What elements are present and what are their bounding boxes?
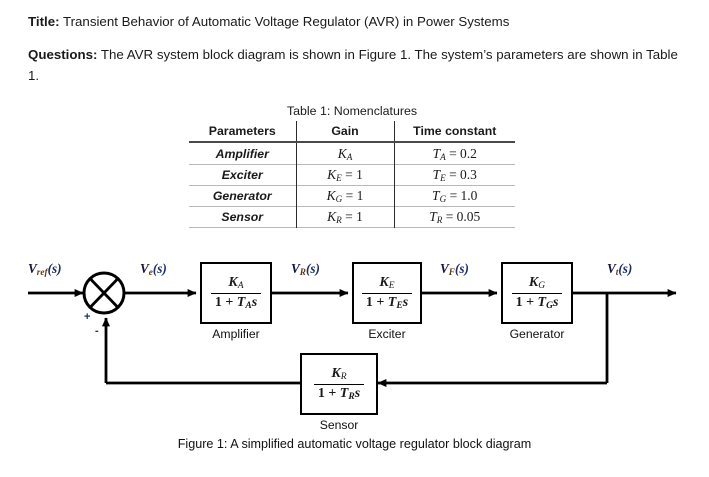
summing-cross-b [89, 278, 119, 308]
table-header-time-constant: Time constant [393, 121, 515, 142]
cell-gain: KA [295, 142, 394, 165]
cell-gain: KR = 1 [295, 206, 394, 228]
nomenclature-table-block: Table 1: Nomenclatures Parameters Gain T… [189, 104, 515, 228]
cell-gain: KE = 1 [295, 164, 394, 186]
block-exciter[interactable]: KE 1 + TEs [352, 262, 422, 324]
tf-numerator: KA [210, 275, 262, 294]
title-text: Transient Behavior of Automatic Voltage … [59, 14, 510, 29]
tf-generator: KG 1 + TGs [511, 275, 563, 311]
table-row: Amplifier KA TA = 0.2 [189, 142, 515, 165]
table-header-row: Parameters Gain Time constant [189, 121, 515, 142]
diagram-wires [28, 271, 677, 387]
document-header: Title: Transient Behavior of Automatic V… [28, 12, 688, 86]
questions-text: The AVR system block diagram is shown in… [28, 47, 678, 83]
cell-time-constant: TE = 0.3 [393, 164, 515, 186]
questions-label: Questions: [28, 47, 98, 62]
block-label-exciter: Exciter [368, 327, 406, 341]
avr-block-diagram: KA 1 + TAs Amplifier KE 1 + TEs Exciter … [0, 245, 709, 432]
cell-parameter: Amplifier [215, 147, 269, 161]
signal-label-vref: Vref(s) [28, 261, 62, 277]
cell-time-constant: TA = 0.2 [393, 142, 515, 165]
block-label-generator: Generator [509, 327, 565, 341]
block-label-sensor: Sensor [319, 418, 359, 432]
signal-label-vt: Vt(s) [607, 261, 633, 277]
summing-plus-sign: + [84, 311, 91, 323]
table-caption: Table 1: Nomenclatures [286, 104, 418, 118]
cell-gain: KG = 1 [295, 185, 394, 207]
tf-numerator: KG [511, 275, 563, 294]
tf-denominator: 1 + TRs [317, 385, 361, 402]
cell-time-constant: TR = 0.05 [393, 206, 515, 228]
questions-line: Questions: The AVR system block diagram … [28, 44, 688, 86]
cell-parameter: Generator [212, 189, 272, 203]
tf-numerator: KR [313, 366, 365, 385]
signal-label-vr: VR(s) [291, 261, 320, 277]
figure-caption: Figure 1: A simplified automatic voltage… [177, 437, 532, 451]
cell-parameter: Sensor [221, 210, 264, 224]
table-header-gain: Gain [295, 121, 394, 142]
table-row: Sensor KR = 1 TR = 0.05 [189, 206, 515, 228]
tf-denominator: 1 + TAs [214, 294, 258, 311]
tf-sensor: KR 1 + TRs [313, 366, 365, 402]
table-row: Generator KG = 1 TG = 1.0 [189, 185, 515, 207]
document-title-line: Title: Transient Behavior of Automatic V… [28, 12, 688, 31]
tf-exciter: KE 1 + TEs [361, 275, 413, 311]
block-amplifier[interactable]: KA 1 + TAs [200, 262, 272, 324]
tf-amplifier: KA 1 + TAs [210, 275, 262, 311]
cell-parameter: Exciter [221, 168, 263, 182]
signal-label-ve: Ve(s) [140, 261, 167, 277]
tf-numerator: KE [361, 275, 413, 294]
cell-time-constant: TG = 1.0 [393, 185, 515, 207]
title-label: Title: [28, 14, 60, 29]
block-sensor[interactable]: KR 1 + TRs [300, 353, 378, 415]
tf-denominator: 1 + TEs [365, 294, 409, 311]
summing-minus-sign: - [95, 325, 99, 337]
nomenclature-table: Parameters Gain Time constant Amplifier … [189, 121, 515, 228]
block-generator[interactable]: KG 1 + TGs [501, 262, 573, 324]
signal-label-vf: VF(s) [440, 261, 469, 277]
block-label-amplifier: Amplifier [212, 327, 260, 341]
table-row: Exciter KE = 1 TE = 0.3 [189, 164, 515, 186]
tf-denominator: 1 + TGs [515, 294, 559, 311]
table-header-parameters: Parameters [208, 124, 276, 138]
